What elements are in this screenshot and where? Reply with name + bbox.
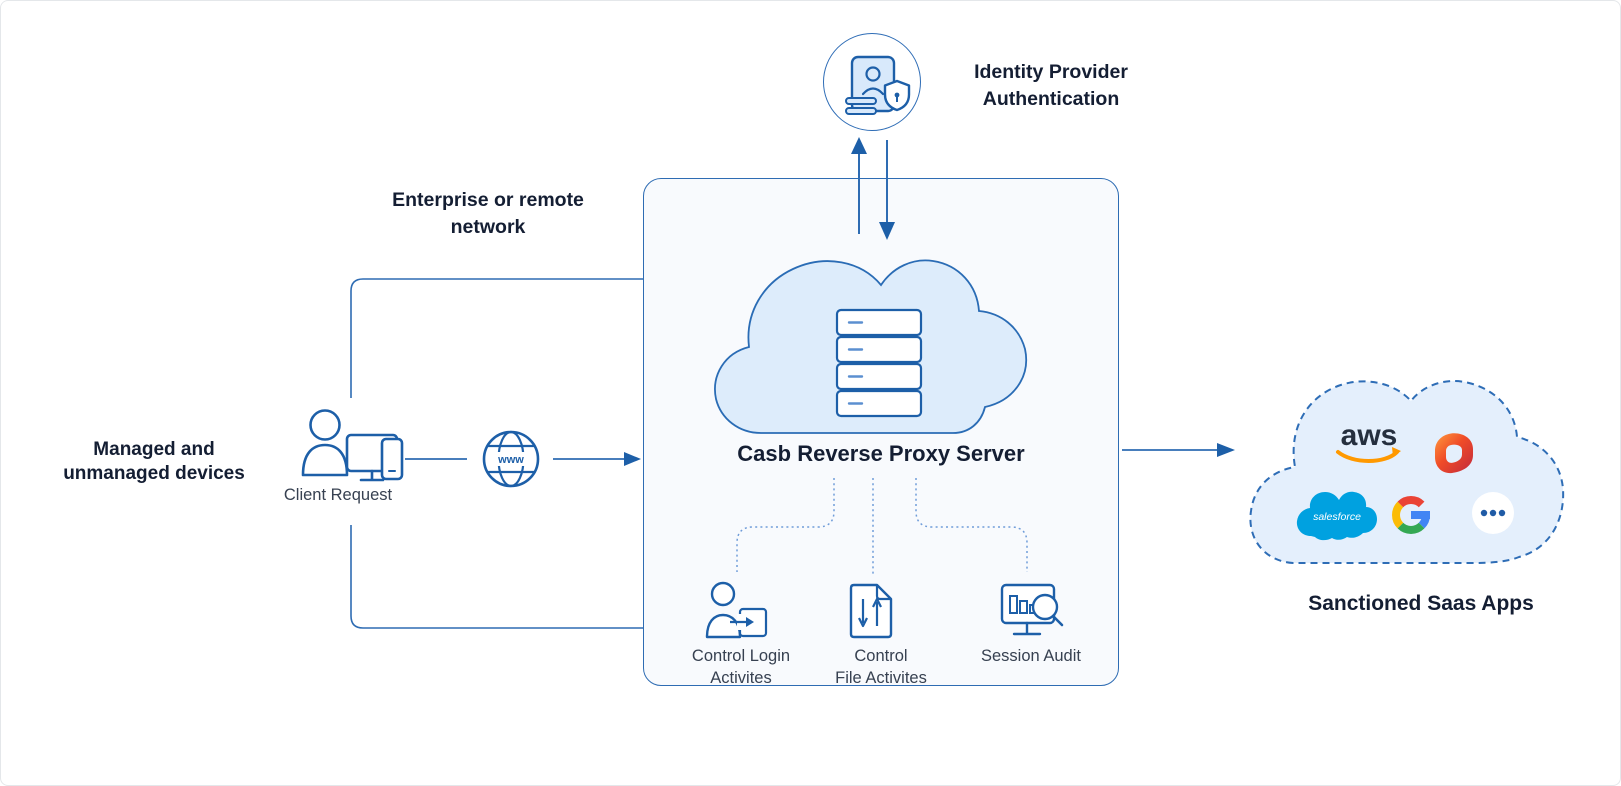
managed-devices-label: Managed and unmanaged devices (29, 438, 279, 486)
client-request-label: Client Request (283, 486, 393, 504)
google-logo-icon (1392, 496, 1430, 534)
more-apps-icon (1472, 492, 1514, 534)
control-file-label-line1: Control (854, 647, 908, 665)
control-login-label-line2: Activites (710, 669, 772, 687)
enterprise-network-label-line2: network (450, 216, 526, 238)
identity-provider-label: Identity Provider Authentication (936, 59, 1166, 113)
enterprise-network-border (350, 278, 644, 629)
client-devices-icon (301, 409, 404, 482)
www-to-proxy-arrowhead-icon (624, 452, 641, 466)
salesforce-text: salesforce (1313, 511, 1361, 523)
identity-provider-node (823, 33, 921, 131)
www-globe-icon: www (482, 430, 540, 488)
session-audit-label: Session Audit (951, 645, 1111, 667)
identity-provider-label-line1: Identity Provider (974, 61, 1128, 83)
saas-apps-label: Sanctioned Saas Apps (1308, 592, 1534, 615)
saas-cloud: aws salesforce (1249, 380, 1565, 564)
enterprise-network-label-line1: Enterprise or remote (392, 189, 584, 211)
www-label: www (497, 454, 524, 466)
control-login-label-line1: Control Login (691, 647, 791, 665)
aws-text: aws (1341, 419, 1398, 452)
salesforce-logo-icon: salesforce (1296, 491, 1377, 541)
managed-devices-label-line2: unmanaged devices (63, 463, 245, 484)
managed-devices-label-line1: Managed and (93, 439, 215, 460)
identity-provider-label-line2: Authentication (982, 88, 1120, 110)
control-file-label: Control File Activites (801, 645, 961, 689)
aws-logo-icon: aws (1336, 419, 1401, 463)
proxy-to-saas-arrowhead-icon (1217, 443, 1235, 457)
proxy-server-box (643, 178, 1119, 686)
proxy-to-idp-arrowhead-icon (851, 137, 867, 154)
enterprise-network-label: Enterprise or remote network (363, 187, 613, 241)
control-login-label: Control Login Activites (666, 645, 816, 689)
office-365-logo-icon (1435, 433, 1473, 474)
session-audit-label-line1: Session Audit (981, 647, 1081, 665)
proxy-server-label: Casb Reverse Proxy Server (737, 441, 1025, 466)
control-file-label-line2: File Activites (835, 669, 927, 687)
